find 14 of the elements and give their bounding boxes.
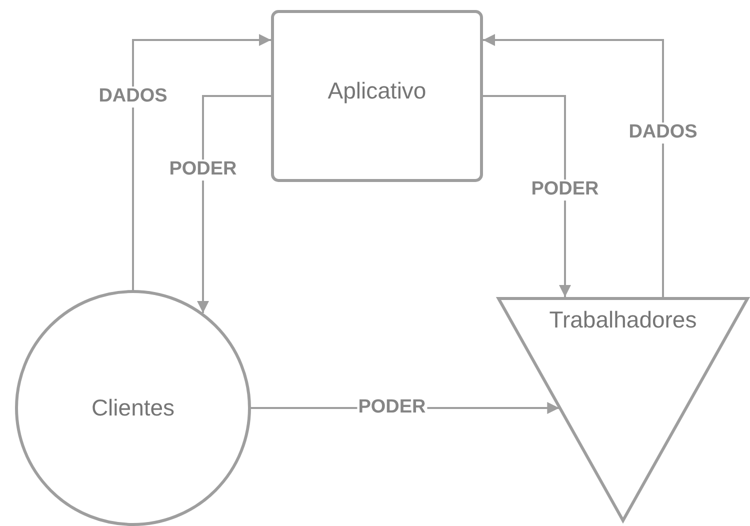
edge-label: DADOS — [628, 122, 698, 144]
node-label: Aplicativo — [328, 77, 426, 104]
triangle-node — [497, 297, 749, 522]
arrow — [197, 95, 271, 313]
node-label: Clientes — [91, 394, 175, 422]
edge-label: DADOS — [98, 86, 168, 108]
circle-node — [15, 290, 251, 526]
edge-label: PODER — [168, 160, 238, 180]
arrow — [483, 95, 571, 297]
arrow — [483, 34, 664, 297]
node-label: Trabalhadores — [549, 306, 697, 333]
process-box — [271, 10, 483, 182]
arrow — [132, 34, 271, 290]
edge-label: PODER — [530, 180, 600, 200]
